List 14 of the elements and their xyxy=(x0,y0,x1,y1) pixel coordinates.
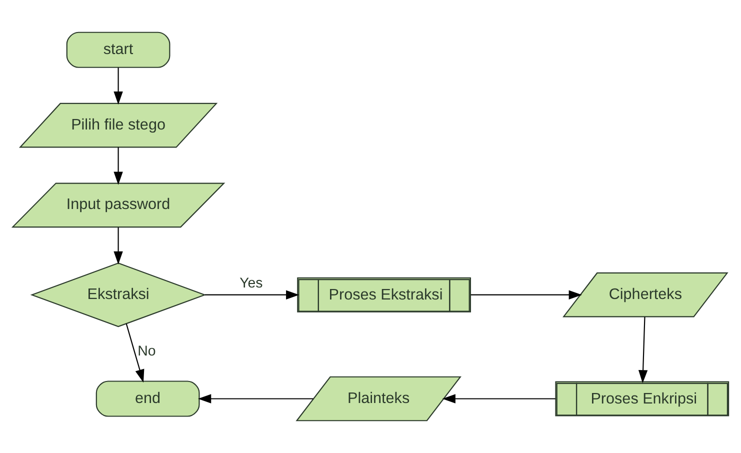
arrow xyxy=(638,317,648,384)
arrow xyxy=(114,227,123,265)
arrow xyxy=(114,68,123,105)
arrow xyxy=(198,394,314,404)
node-diamond: Ekstraksi xyxy=(30,262,206,328)
edge-label: Yes xyxy=(240,276,263,292)
arrow xyxy=(442,394,556,404)
node-box: start xyxy=(66,32,170,68)
arrow xyxy=(114,147,123,185)
arrow xyxy=(470,290,582,300)
arrow xyxy=(204,290,300,300)
edge-label: No xyxy=(138,343,156,360)
arrow xyxy=(126,324,144,383)
node-box: end xyxy=(96,380,200,417)
